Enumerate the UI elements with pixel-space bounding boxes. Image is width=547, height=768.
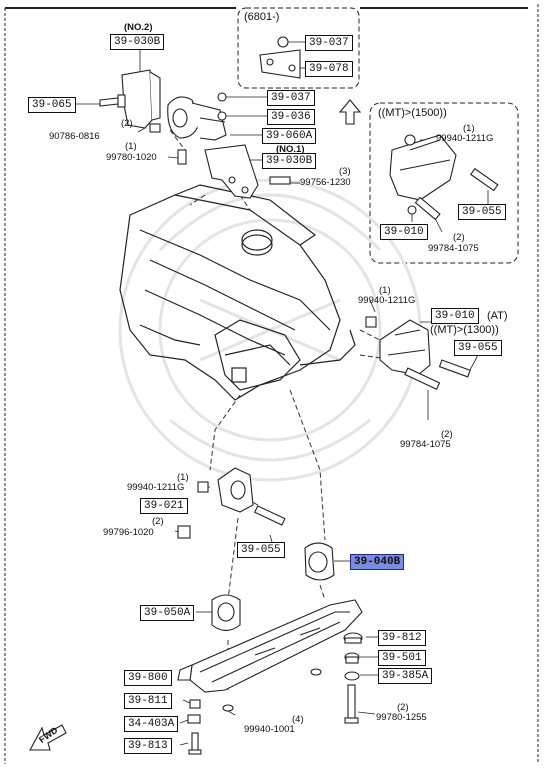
part-39-385a: 39-385A [378, 668, 433, 684]
part-99780-1020: 99780-1020 [106, 152, 157, 163]
label-mt1500: ((MT)>(1500)) [378, 107, 447, 119]
part-99940-1211g-low: 99940-1211G [127, 482, 185, 493]
part-39-078: 39-078 [305, 61, 353, 77]
part-39-060a: 39-060A [262, 128, 317, 144]
part-90786-0816: 90786-0816 [49, 131, 100, 142]
part-99940-1211g-mid: 99940-1211G [358, 295, 416, 306]
qty-3: (3) [339, 166, 351, 177]
part-99940-1211g-inset: 99940-1211G [436, 133, 494, 144]
part-99756-1230: 99756-1230 [300, 177, 351, 188]
label-no2: (NO.2) [124, 22, 153, 33]
part-39-010-inset: 39-010 [380, 224, 428, 240]
part-99780-1255: 99780-1255 [376, 712, 427, 723]
inset-mt1500 [369, 102, 519, 264]
part-99796-1020: 99796-1020 [103, 527, 154, 538]
part-39-050a: 39-050A [140, 605, 195, 621]
part-34-403a: 34-403A [124, 716, 179, 732]
engine-block [119, 184, 356, 401]
qty-2-a: (2) [121, 118, 133, 129]
qty-1-a: (1) [125, 141, 137, 152]
part-39-030b-top: 39-030B [110, 34, 165, 50]
mount-parts [29, 36, 499, 755]
guide-lines [169, 129, 396, 690]
part-39-800: 39-800 [124, 670, 172, 686]
part-99784-1075-inset: 99784-1075 [428, 243, 479, 254]
part-39-030b-mid: 39-030B [262, 153, 317, 169]
part-39-055-low: 39-055 [237, 542, 285, 558]
part-39-037: 39-037 [267, 90, 315, 106]
part-39-037-inset: 39-037 [305, 35, 353, 51]
qty-2-e: (2) [397, 702, 409, 713]
part-39-055-mid: 39-055 [454, 340, 502, 356]
part-39-812: 39-812 [378, 630, 426, 646]
part-39-055-inset: 39-055 [458, 204, 506, 220]
qty-1-c: (1) [379, 285, 391, 296]
part-39-040b-highlighted[interactable]: 39-040B [350, 554, 405, 570]
qty-1-d: (1) [177, 472, 189, 483]
part-39-036: 39-036 [267, 109, 315, 125]
label-no1: (NO.1) [276, 144, 305, 155]
qty-4: (4) [292, 714, 304, 725]
part-99940-1001: 99940-1001 [244, 724, 295, 735]
part-39-065: 39-065 [28, 97, 76, 113]
part-39-811: 39-811 [124, 693, 172, 709]
label-range-6801: (6801-) [244, 11, 280, 23]
label-mt1300: ((MT)>(1300)) [430, 324, 499, 336]
qty-2-c: (2) [441, 429, 453, 440]
part-99784-1075-mid: 99784-1075 [400, 439, 451, 450]
qty-2-d: (2) [152, 516, 164, 527]
part-39-021: 39-021 [140, 498, 188, 514]
page-frame [4, 4, 539, 764]
part-39-010-at: 39-010 [431, 308, 479, 324]
part-39-813: 39-813 [124, 738, 172, 754]
inset-6801 [237, 7, 360, 89]
part-39-501: 39-501 [378, 650, 426, 666]
qty-1-b: (1) [463, 123, 475, 134]
qty-2-b: (2) [453, 232, 465, 243]
label-at: (AT) [487, 310, 508, 322]
